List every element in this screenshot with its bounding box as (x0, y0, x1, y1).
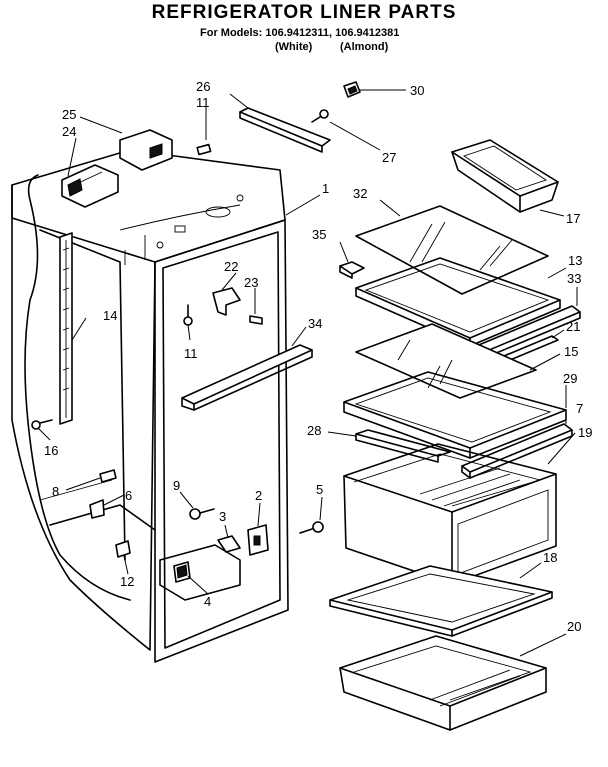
label-part-27: 27 (382, 150, 396, 165)
label-part-19: 19 (578, 425, 592, 440)
label-part-11-upper: 11 (196, 95, 210, 110)
light-shield (119, 129, 173, 171)
shelf-bracket (212, 287, 241, 316)
label-part-32: 32 (353, 186, 367, 201)
label-part-23: 23 (244, 275, 258, 290)
label-part-14: 14 (103, 308, 117, 323)
glass-shelf-top (355, 205, 549, 295)
label-part-17: 17 (566, 211, 580, 226)
wire-clip (115, 540, 131, 558)
label-part-11-lower: 11 (184, 346, 198, 361)
label-part-7: 7 (576, 401, 583, 416)
part-labels: 26 11 25 24 30 27 1 32 17 35 13 33 22 23… (44, 79, 592, 634)
bracket-screw (249, 315, 263, 325)
label-part-6: 6 (125, 488, 132, 503)
crisper-cover (329, 565, 553, 637)
label-part-18: 18 (543, 550, 557, 565)
label-part-12: 12 (120, 574, 134, 589)
label-part-13: 13 (568, 253, 582, 268)
shelf-rail (59, 232, 73, 425)
leader-lines (37, 89, 578, 657)
shelf-front-bar (181, 344, 313, 411)
screw-upper (196, 143, 212, 156)
crisper-pan (343, 443, 557, 585)
shelf-side-trim (339, 261, 365, 279)
color-almond-label: (Almond) (340, 41, 389, 53)
crisper-support (355, 429, 451, 463)
label-part-4: 4 (204, 594, 211, 609)
meat-pan (339, 635, 547, 731)
label-part-22: 22 (224, 259, 238, 274)
rail-clip (99, 469, 117, 483)
dairy-bin (451, 139, 559, 213)
label-part-8: 8 (52, 484, 59, 499)
light-housing (61, 164, 119, 208)
label-part-15: 15 (564, 344, 578, 359)
shelf-frame-upper (355, 257, 561, 347)
cabinet-screw (299, 521, 324, 534)
shelf-trim-7 (461, 423, 573, 479)
label-part-20: 20 (567, 619, 581, 634)
color-white-label: (White) (275, 41, 313, 53)
label-part-25: 25 (62, 107, 76, 122)
model-numbers: For Models: 106.9412311, 106.9412381 (200, 27, 400, 39)
label-part-16: 16 (44, 443, 58, 458)
label-part-29: 29 (563, 371, 577, 386)
screw-lower (183, 304, 193, 326)
top-trim-bar (239, 107, 331, 153)
trim-screw (311, 109, 329, 123)
drain-clip (89, 499, 105, 519)
label-part-34: 34 (308, 316, 322, 331)
label-part-24: 24 (62, 124, 76, 139)
label-part-35: 35 (312, 227, 326, 242)
label-part-26: 26 (196, 79, 210, 94)
door-clip (343, 81, 361, 98)
diagram-title: REFRIGERATOR LINER PARTS (151, 2, 457, 23)
label-part-21: 21 (566, 319, 580, 334)
label-part-3: 3 (219, 509, 226, 524)
label-part-33: 33 (567, 271, 581, 286)
liner-cabinet (11, 149, 289, 663)
glass-shelf-lower (355, 323, 537, 399)
thermostat-screw (189, 508, 215, 520)
drain-tube (173, 561, 191, 583)
label-part-5: 5 (316, 482, 323, 497)
label-part-28: 28 (307, 423, 321, 438)
label-part-9: 9 (173, 478, 180, 493)
label-part-2: 2 (255, 488, 262, 503)
rail-screw (31, 419, 53, 430)
label-part-1: 1 (322, 181, 329, 196)
light-switch (247, 524, 269, 556)
label-part-30: 30 (410, 83, 424, 98)
